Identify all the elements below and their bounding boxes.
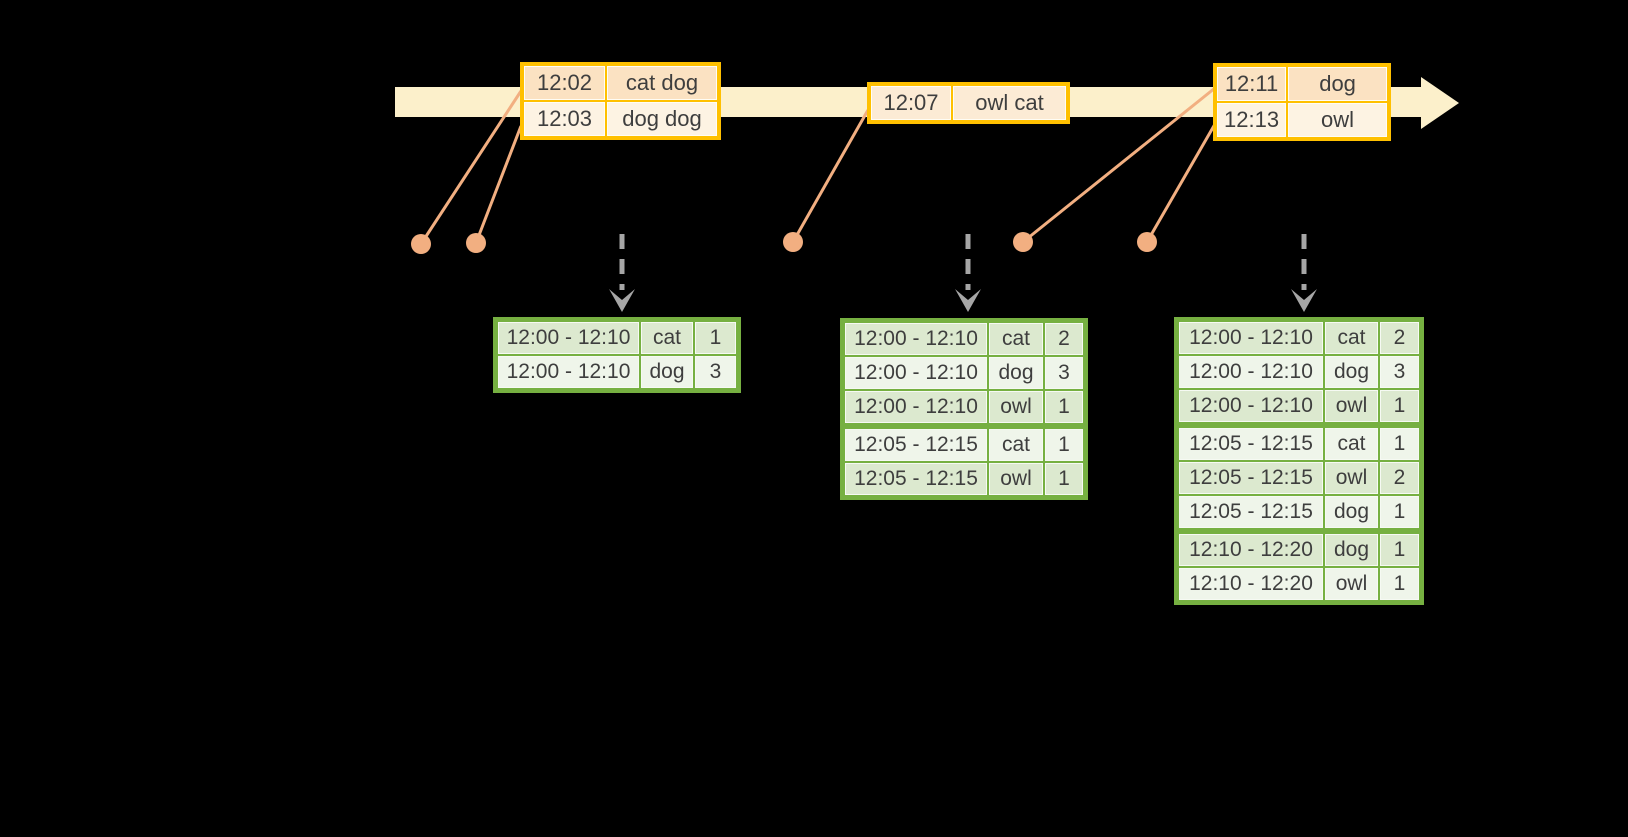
window-cell: 12:00 - 12:10 bbox=[498, 322, 639, 354]
event-row: 12:07 owl cat bbox=[871, 86, 1066, 120]
connector-line bbox=[1145, 123, 1217, 243]
event-row: 12:13 owl bbox=[1217, 103, 1388, 137]
result-row: 12:00 - 12:10 dog 3 bbox=[1179, 356, 1419, 388]
word-cell: cat bbox=[1325, 428, 1378, 460]
result-table-2: 12:00 - 12:10 cat 2 12:00 - 12:10 dog 3 … bbox=[840, 318, 1088, 500]
count-cell: 3 bbox=[695, 356, 736, 388]
connector-line bbox=[474, 125, 523, 244]
result-table-3: 12:00 - 12:10 cat 2 12:00 - 12:10 dog 3 … bbox=[1174, 317, 1424, 605]
result-row: 12:05 - 12:15 cat 1 bbox=[1179, 428, 1419, 460]
count-cell: 1 bbox=[1380, 568, 1419, 600]
event-words-cell: owl bbox=[1288, 103, 1388, 137]
count-cell: 3 bbox=[1045, 357, 1083, 389]
result-row: 12:00 - 12:10 dog 3 bbox=[498, 356, 736, 388]
word-cell: owl bbox=[1325, 390, 1378, 422]
event-batch-table-3: 12:11 dog 12:13 owl bbox=[1213, 63, 1392, 141]
event-words-cell: cat dog bbox=[607, 66, 717, 100]
event-dot bbox=[783, 232, 803, 252]
count-cell: 1 bbox=[1045, 463, 1083, 495]
word-cell: cat bbox=[989, 429, 1043, 461]
event-time-cell: 12:03 bbox=[524, 102, 605, 136]
word-cell: dog bbox=[1325, 356, 1378, 388]
event-time-cell: 12:02 bbox=[524, 66, 605, 100]
count-cell: 3 bbox=[1380, 356, 1419, 388]
count-cell: 1 bbox=[1380, 390, 1419, 422]
word-cell: cat bbox=[1325, 322, 1378, 354]
word-cell: dog bbox=[989, 357, 1043, 389]
window-cell: 12:05 - 12:15 bbox=[1179, 462, 1323, 494]
window-cell: 12:10 - 12:20 bbox=[1179, 534, 1323, 566]
result-row: 12:10 - 12:20 dog 1 bbox=[1179, 534, 1419, 566]
event-time-cell: 12:07 bbox=[871, 86, 951, 120]
count-cell: 1 bbox=[1045, 391, 1083, 423]
event-batch-table-2: 12:07 owl cat bbox=[867, 82, 1070, 124]
event-row: 12:02 cat dog bbox=[524, 66, 717, 100]
window-cell: 12:00 - 12:10 bbox=[1179, 356, 1323, 388]
window-cell: 12:00 - 12:10 bbox=[1179, 322, 1323, 354]
event-row: 12:03 dog dog bbox=[524, 102, 717, 136]
event-row: 12:11 dog bbox=[1217, 67, 1388, 101]
window-group-separator bbox=[1179, 424, 1419, 426]
result-row: 12:00 - 12:10 owl 1 bbox=[845, 391, 1083, 423]
count-cell: 1 bbox=[695, 322, 736, 354]
count-cell: 1 bbox=[1380, 428, 1419, 460]
result-row: 12:00 - 12:10 cat 1 bbox=[498, 322, 736, 354]
window-group-separator bbox=[845, 425, 1083, 427]
trigger-arrowhead-icon bbox=[1291, 289, 1317, 312]
word-cell: dog bbox=[641, 356, 693, 388]
event-words-cell: owl cat bbox=[953, 86, 1066, 120]
word-cell: owl bbox=[1325, 462, 1378, 494]
count-cell: 2 bbox=[1380, 322, 1419, 354]
event-words-cell: dog dog bbox=[607, 102, 717, 136]
word-cell: owl bbox=[989, 463, 1043, 495]
window-cell: 12:00 - 12:10 bbox=[845, 357, 987, 389]
trigger-arrowhead-icon bbox=[955, 289, 981, 312]
count-cell: 1 bbox=[1380, 534, 1419, 566]
result-row: 12:05 - 12:15 owl 1 bbox=[845, 463, 1083, 495]
window-cell: 12:10 - 12:20 bbox=[1179, 568, 1323, 600]
trigger-arrowhead-icon bbox=[609, 289, 635, 312]
connector-line bbox=[791, 109, 870, 243]
result-row: 12:10 - 12:20 owl 1 bbox=[1179, 568, 1419, 600]
event-dot bbox=[1013, 232, 1033, 252]
word-cell: owl bbox=[1325, 568, 1378, 600]
window-cell: 12:00 - 12:10 bbox=[845, 323, 987, 355]
count-cell: 2 bbox=[1380, 462, 1419, 494]
event-words-cell: dog bbox=[1288, 67, 1388, 101]
window-cell: 12:00 - 12:10 bbox=[498, 356, 639, 388]
count-cell: 2 bbox=[1045, 323, 1083, 355]
trigger-dashed-lines bbox=[619, 234, 1307, 290]
trigger-arrowheads bbox=[609, 289, 1317, 312]
window-cell: 12:00 - 12:10 bbox=[845, 391, 987, 423]
event-time-cell: 12:11 bbox=[1217, 67, 1287, 101]
window-cell: 12:05 - 12:15 bbox=[845, 463, 987, 495]
event-dot bbox=[1137, 232, 1157, 252]
result-row: 12:00 - 12:10 cat 2 bbox=[1179, 322, 1419, 354]
event-dots bbox=[411, 232, 1157, 254]
result-table-1: 12:00 - 12:10 cat 1 12:00 - 12:10 dog 3 bbox=[493, 317, 741, 393]
result-row: 12:05 - 12:15 owl 2 bbox=[1179, 462, 1419, 494]
word-cell: cat bbox=[989, 323, 1043, 355]
result-row: 12:00 - 12:10 owl 1 bbox=[1179, 390, 1419, 422]
result-row: 12:00 - 12:10 dog 3 bbox=[845, 357, 1083, 389]
word-cell: owl bbox=[989, 391, 1043, 423]
count-cell: 1 bbox=[1380, 496, 1419, 528]
timeline-arrowhead-icon bbox=[1421, 77, 1459, 129]
event-dot bbox=[466, 233, 486, 253]
word-cell: dog bbox=[1325, 496, 1378, 528]
result-row: 12:00 - 12:10 cat 2 bbox=[845, 323, 1083, 355]
word-cell: dog bbox=[1325, 534, 1378, 566]
event-batch-table-1: 12:02 cat dog 12:03 dog dog bbox=[520, 62, 721, 140]
event-time-cell: 12:13 bbox=[1217, 103, 1287, 137]
window-cell: 12:05 - 12:15 bbox=[845, 429, 987, 461]
result-row: 12:05 - 12:15 cat 1 bbox=[845, 429, 1083, 461]
result-row: 12:05 - 12:15 dog 1 bbox=[1179, 496, 1419, 528]
window-cell: 12:05 - 12:15 bbox=[1179, 428, 1323, 460]
window-cell: 12:00 - 12:10 bbox=[1179, 390, 1323, 422]
window-group-separator bbox=[1179, 530, 1419, 532]
window-cell: 12:05 - 12:15 bbox=[1179, 496, 1323, 528]
event-dot bbox=[411, 234, 431, 254]
word-cell: cat bbox=[641, 322, 693, 354]
count-cell: 1 bbox=[1045, 429, 1083, 461]
